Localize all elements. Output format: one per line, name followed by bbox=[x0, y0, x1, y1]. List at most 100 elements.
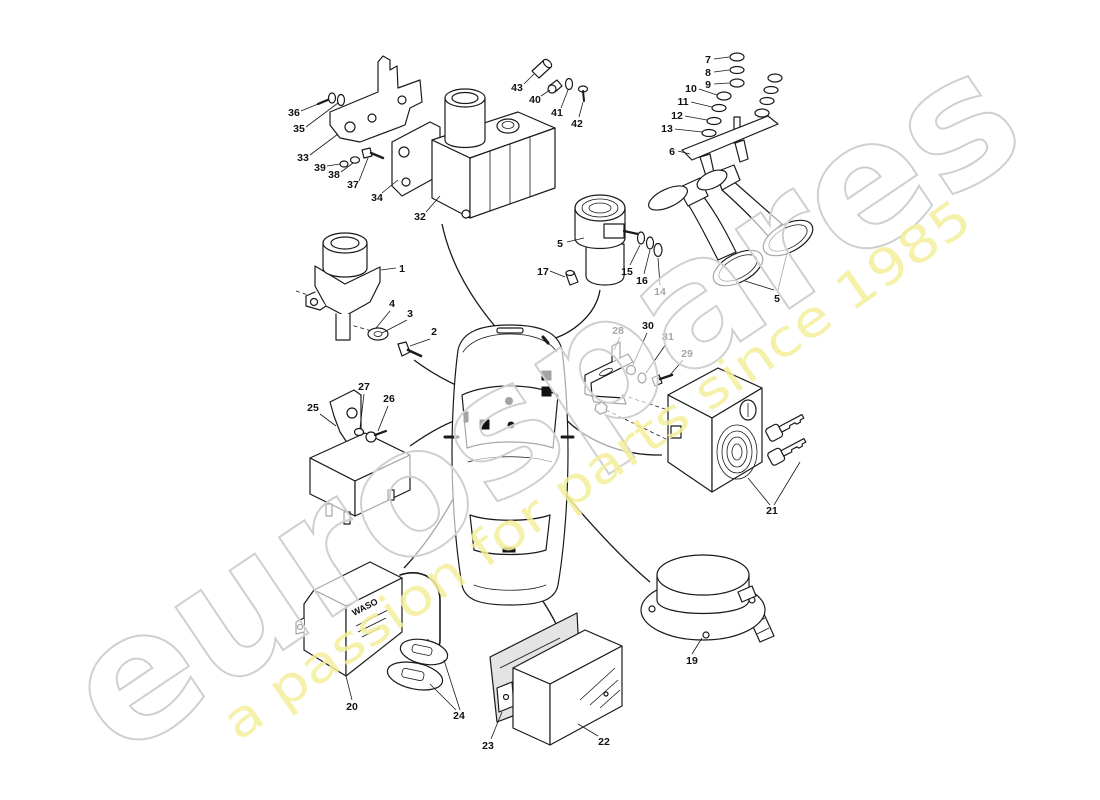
leader-31 bbox=[645, 343, 667, 374]
bolt-shaft bbox=[406, 348, 423, 358]
key-lower bbox=[767, 437, 807, 466]
car-roof-line bbox=[467, 456, 553, 463]
housing-tab bbox=[335, 313, 351, 341]
fitting-17 bbox=[565, 269, 579, 286]
location-markers bbox=[463, 335, 552, 553]
fitting-eye bbox=[547, 84, 557, 94]
tab-hole bbox=[296, 623, 304, 631]
leader-17 bbox=[549, 270, 566, 278]
key-blade bbox=[780, 437, 807, 457]
assembly-axis bbox=[605, 409, 669, 441]
callout-31: 31 bbox=[662, 331, 674, 343]
marker-square-mid bbox=[541, 386, 552, 397]
bracket-hole bbox=[346, 407, 358, 419]
tab-hole bbox=[502, 693, 510, 701]
siren-cylinder-top bbox=[444, 88, 486, 108]
bracket-strip bbox=[681, 115, 779, 161]
marker-dash-rear bbox=[502, 547, 516, 553]
bracket-plate bbox=[329, 55, 423, 143]
bracket-upright bbox=[611, 341, 621, 363]
leader-21-box bbox=[747, 477, 771, 506]
leader-32 bbox=[425, 195, 441, 213]
horn-tube bbox=[687, 195, 737, 261]
callout-4: 4 bbox=[389, 298, 395, 310]
callout-6: 6 bbox=[669, 146, 675, 158]
assembly-axis bbox=[339, 321, 373, 332]
horn-bell bbox=[762, 219, 814, 257]
leader-5-horn-left bbox=[744, 280, 775, 291]
callout-12: 12 bbox=[671, 110, 683, 122]
module-fine-print bbox=[357, 617, 387, 633]
leader-2 bbox=[409, 338, 431, 347]
washer-11 bbox=[711, 103, 727, 113]
callout-numbers: 36 35 33 39 38 37 34 32 43 40 41 42 7 8 … bbox=[288, 54, 780, 752]
washer-right-2 bbox=[759, 96, 775, 106]
washer-35 bbox=[336, 93, 346, 107]
module-terminal bbox=[325, 503, 333, 517]
horn-diaphragm bbox=[696, 169, 728, 191]
leader-42 bbox=[578, 101, 584, 118]
car-rear-window bbox=[469, 514, 551, 556]
leader-39 bbox=[326, 163, 341, 167]
lock-switch-21 bbox=[667, 367, 763, 493]
plate-texture bbox=[499, 637, 561, 669]
car-windscreen bbox=[461, 385, 559, 449]
module-fine-print bbox=[361, 627, 381, 638]
compressor-5 bbox=[574, 194, 640, 286]
module-right-face bbox=[354, 454, 411, 517]
module-fine-print bbox=[355, 609, 389, 627]
leader-26 bbox=[377, 405, 389, 432]
leader-37 bbox=[358, 157, 369, 182]
marker-dash-front bbox=[541, 335, 550, 345]
leader-20 bbox=[345, 675, 353, 701]
leader-5-horn-right bbox=[777, 252, 788, 291]
washer-right-1 bbox=[763, 85, 779, 95]
leader-41 bbox=[560, 89, 569, 109]
callout-3: 3 bbox=[407, 308, 413, 320]
leader-8 bbox=[713, 69, 730, 73]
callout-13: 13 bbox=[661, 123, 673, 135]
fitting-nozzle bbox=[565, 269, 575, 277]
callout-7: 7 bbox=[705, 54, 711, 66]
module-right-face bbox=[345, 577, 403, 677]
flange-hole bbox=[702, 631, 710, 639]
nut-right-2 bbox=[754, 108, 770, 118]
plate-tab bbox=[496, 681, 515, 713]
callout-5-horns: 5 bbox=[774, 293, 780, 305]
coil-winding bbox=[716, 424, 758, 480]
nut-7 bbox=[729, 52, 745, 62]
bolt-head bbox=[327, 92, 337, 104]
remote-fob-upper bbox=[399, 638, 449, 666]
leader-11 bbox=[690, 101, 713, 108]
module-20: WASO bbox=[295, 561, 441, 677]
bracket-hole bbox=[367, 113, 377, 123]
assembly-axis bbox=[295, 290, 319, 299]
box-connector bbox=[670, 425, 682, 439]
callout-38: 38 bbox=[328, 169, 340, 181]
leader-24-upper bbox=[443, 659, 461, 711]
remote-fobs-24 bbox=[386, 638, 449, 691]
housing-flange bbox=[314, 265, 381, 317]
siren-cylinder-bore bbox=[451, 91, 479, 105]
coil-winding bbox=[726, 436, 748, 468]
leader-23 bbox=[490, 711, 503, 740]
leader-38 bbox=[340, 162, 354, 173]
nut-right-1 bbox=[767, 73, 783, 83]
leader-4 bbox=[375, 310, 391, 329]
box-right-face bbox=[549, 645, 623, 746]
callout-36: 36 bbox=[288, 107, 300, 119]
screw-shaft bbox=[373, 429, 388, 437]
callout-33: 33 bbox=[297, 152, 309, 164]
callout-1: 1 bbox=[399, 263, 405, 275]
housing-ear bbox=[305, 291, 327, 311]
washer-31 bbox=[637, 372, 647, 384]
nut-15 bbox=[636, 231, 646, 245]
leader-1 bbox=[380, 267, 397, 271]
bracket-33 bbox=[329, 55, 423, 143]
cable-stripe bbox=[756, 627, 770, 635]
leader-15 bbox=[629, 244, 641, 266]
callout-15: 15 bbox=[621, 266, 633, 278]
leader-14 bbox=[657, 257, 661, 286]
marker-square-left bbox=[479, 419, 490, 430]
callout-39: 39 bbox=[314, 162, 326, 174]
